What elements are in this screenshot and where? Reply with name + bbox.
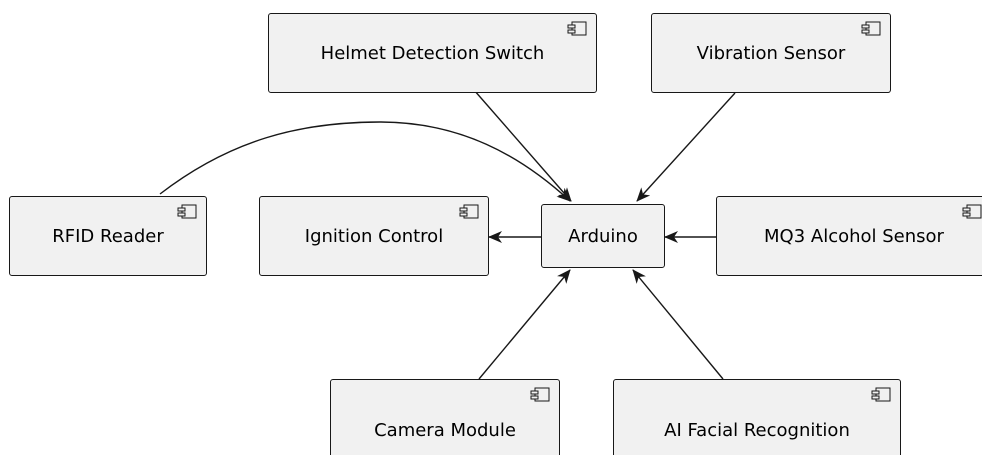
- arduino-node[interactable]: Arduino: [541, 204, 665, 268]
- component-label: MQ3 Alcohol Sensor: [764, 225, 944, 247]
- component-label: Helmet Detection Switch: [320, 42, 545, 64]
- component-icon: [177, 204, 197, 219]
- edge-camera-to-arduino: [478, 269, 571, 380]
- component-rfid-reader[interactable]: RFID Reader: [9, 196, 207, 276]
- component-ai-facial-recognition[interactable]: AI Facial Recognition: [613, 379, 901, 455]
- edge-helmet-to-arduino: [473, 89, 572, 202]
- component-ignition-control[interactable]: Ignition Control: [259, 196, 489, 276]
- edge-ai-to-arduino: [632, 269, 724, 380]
- edge-vibration-to-arduino: [636, 92, 736, 202]
- component-camera-module[interactable]: Camera Module: [330, 379, 560, 455]
- component-label: AI Facial Recognition: [664, 419, 850, 441]
- component-label: Ignition Control: [304, 225, 444, 247]
- component-icon: [861, 21, 881, 36]
- component-icon: [530, 387, 550, 402]
- arduino-label: Arduino: [568, 225, 638, 247]
- component-mq3-alcohol-sensor[interactable]: MQ3 Alcohol Sensor: [716, 196, 982, 276]
- component-icon: [567, 21, 587, 36]
- edge-rfid-to-arduino: [159, 121, 571, 202]
- component-vibration-sensor[interactable]: Vibration Sensor: [651, 13, 891, 93]
- component-label: Camera Module: [374, 419, 516, 441]
- component-icon: [459, 204, 479, 219]
- component-label: RFID Reader: [52, 225, 164, 247]
- component-helmet-detection-switch[interactable]: Helmet Detection Switch: [268, 13, 597, 93]
- component-icon: [962, 204, 982, 219]
- component-icon: [871, 387, 891, 402]
- component-label: Vibration Sensor: [696, 42, 846, 64]
